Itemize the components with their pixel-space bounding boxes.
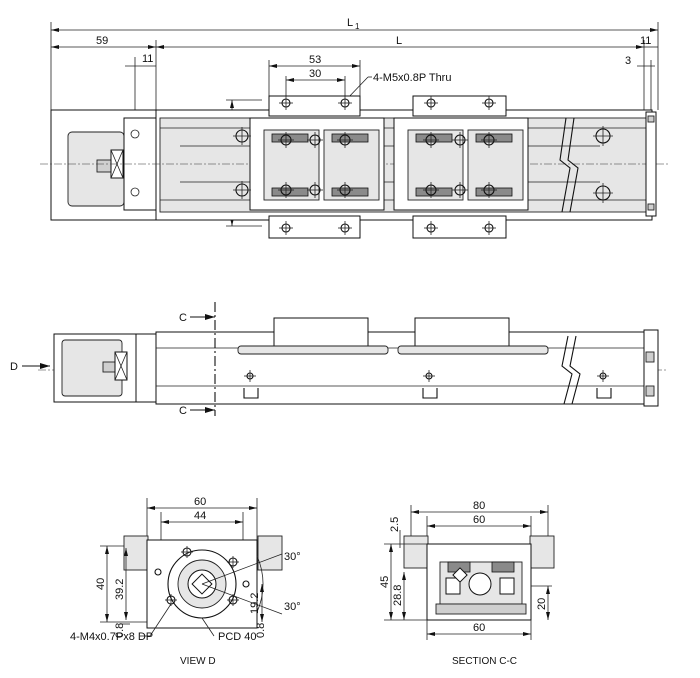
view-d-dim-0-8-left: 0.8 [114,623,126,638]
side-holes [244,370,609,382]
view-d-angle-bottom: 30° [284,601,301,613]
side-view: C C D [10,302,668,417]
view-d-left-rail [123,535,149,571]
side-rail [155,331,653,405]
dim-11-right: 11 [640,35,651,47]
view-marker-d: D [10,361,18,373]
mounting-holes-top [233,96,613,235]
side-carriage-2 [414,317,510,349]
dim-59: 59 [96,35,108,47]
section-marker-bottom: C [179,405,187,417]
dim-L: L [396,35,402,47]
section-cc: 80 60 45 28.8 2.5 20 [379,500,555,667]
view-d-title: VIEW D [180,656,216,667]
view-d-callout-pcd: PCD 40 [218,631,257,643]
break-line-side [561,335,573,405]
section-left-rail [403,535,429,569]
view-d-dim-44: 44 [194,510,206,522]
section-dim-80: 80 [473,500,485,512]
section-dim-2-5: 2.5 [389,517,401,532]
view-d-dim-19-2: 19.2 [249,593,261,614]
view-d-angle-top: 30° [284,551,301,563]
section-dim-60-top: 60 [473,514,485,526]
view-d-callout-thread: 4-M4x0.7Px8 DP [70,631,153,643]
carriage-1-bottom-flange [268,215,361,239]
dim-L1: L [347,17,353,29]
view-d-dim-39-2: 39.2 [114,579,126,600]
dim-53: 53 [309,54,321,66]
section-dim-28-8: 28.8 [392,585,404,606]
dim-L1-subscript: 1 [355,22,360,31]
callout-thread-top: 4-M5x0.8P Thru [373,72,451,84]
section-dim-45: 45 [379,576,391,588]
section-cc-title: SECTION C-C [452,656,517,667]
carriage-2-top-flange [412,95,507,117]
break-line-top [559,117,571,213]
dim-11-left: 11 [142,53,153,65]
motor-shaft [96,159,112,173]
dim-30: 30 [309,68,321,80]
top-view: L 1 59 L 11 11 3 53 30 [40,17,668,239]
section-dim-60-bottom: 60 [473,622,485,634]
carriage-2-bottom-flange [412,215,507,239]
section-screw [468,572,492,596]
section-dim-20: 20 [536,598,548,610]
dim-3: 3 [625,55,631,67]
view-d-dim-60: 60 [194,496,206,508]
view-d-dim-0-8-right: 0.8 [255,623,267,638]
side-carriage-1 [273,317,369,349]
view-d-right-rail [257,535,283,571]
view-d: 60 44 30° 30° 4 [70,496,301,667]
section-marker-top: C [179,312,187,324]
view-d-dim-40: 40 [95,578,107,590]
section-right-rail [529,535,555,569]
carriage-1-top-flange [268,95,361,117]
end-cap-right-top [645,111,657,217]
